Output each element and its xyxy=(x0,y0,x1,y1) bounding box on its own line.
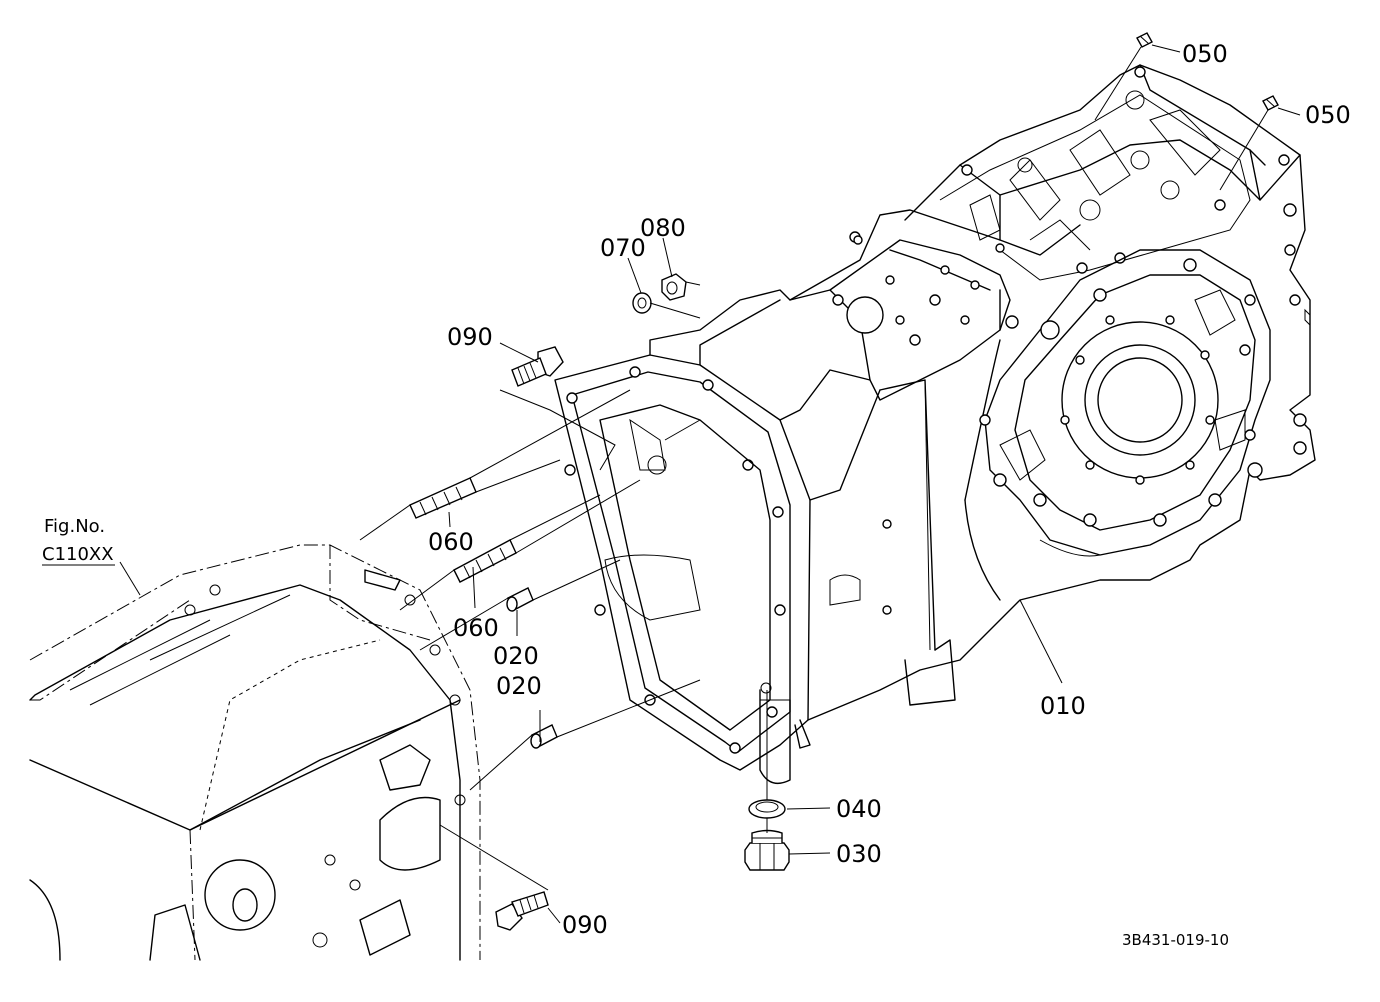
part-040-seal xyxy=(748,799,786,819)
callout-090-lower: 090 xyxy=(562,911,608,939)
part-060-stud-a xyxy=(409,477,477,519)
callout-030: 030 xyxy=(836,840,882,868)
part-050-plug-a xyxy=(1136,32,1153,48)
callout-080: 080 xyxy=(640,214,686,242)
adjacent-housing-outline xyxy=(29,544,481,961)
callout-070: 070 xyxy=(600,234,646,262)
callout-labels: 050 050 070 080 090 060 060 020 020 010 … xyxy=(428,40,1351,939)
callout-050-a: 050 xyxy=(1182,40,1228,68)
document-id: 3B431-019-10 xyxy=(1122,931,1229,949)
assembly-lines xyxy=(359,46,1269,891)
part-070-washer xyxy=(632,292,652,314)
figure-ref-label: Fig.No. xyxy=(44,516,105,537)
part-020-dowel-a xyxy=(506,587,534,612)
callout-090-upper: 090 xyxy=(447,323,493,351)
adjacent-housing-holes xyxy=(184,584,466,948)
part-050-plug-b xyxy=(1262,95,1279,111)
callout-060-b: 060 xyxy=(453,614,499,642)
part-020-dowel-b xyxy=(530,724,558,749)
callout-020-a: 020 xyxy=(493,642,539,670)
callout-050-b: 050 xyxy=(1305,101,1351,129)
callout-020-b: 020 xyxy=(496,672,542,700)
figure-reference: Fig.No. C110XX xyxy=(42,516,114,565)
part-090-bolt-lower xyxy=(495,891,549,931)
callout-010: 010 xyxy=(1040,692,1086,720)
leader-lines xyxy=(42,44,1301,924)
part-090-bolt-upper xyxy=(511,346,564,387)
part-080-nut xyxy=(661,273,687,301)
callout-040: 040 xyxy=(836,795,882,823)
figure-ref-number: C110XX xyxy=(42,544,114,565)
callout-060-a: 060 xyxy=(428,528,474,556)
part-030-drain-plug xyxy=(744,829,790,871)
transmission-case xyxy=(554,64,1316,784)
